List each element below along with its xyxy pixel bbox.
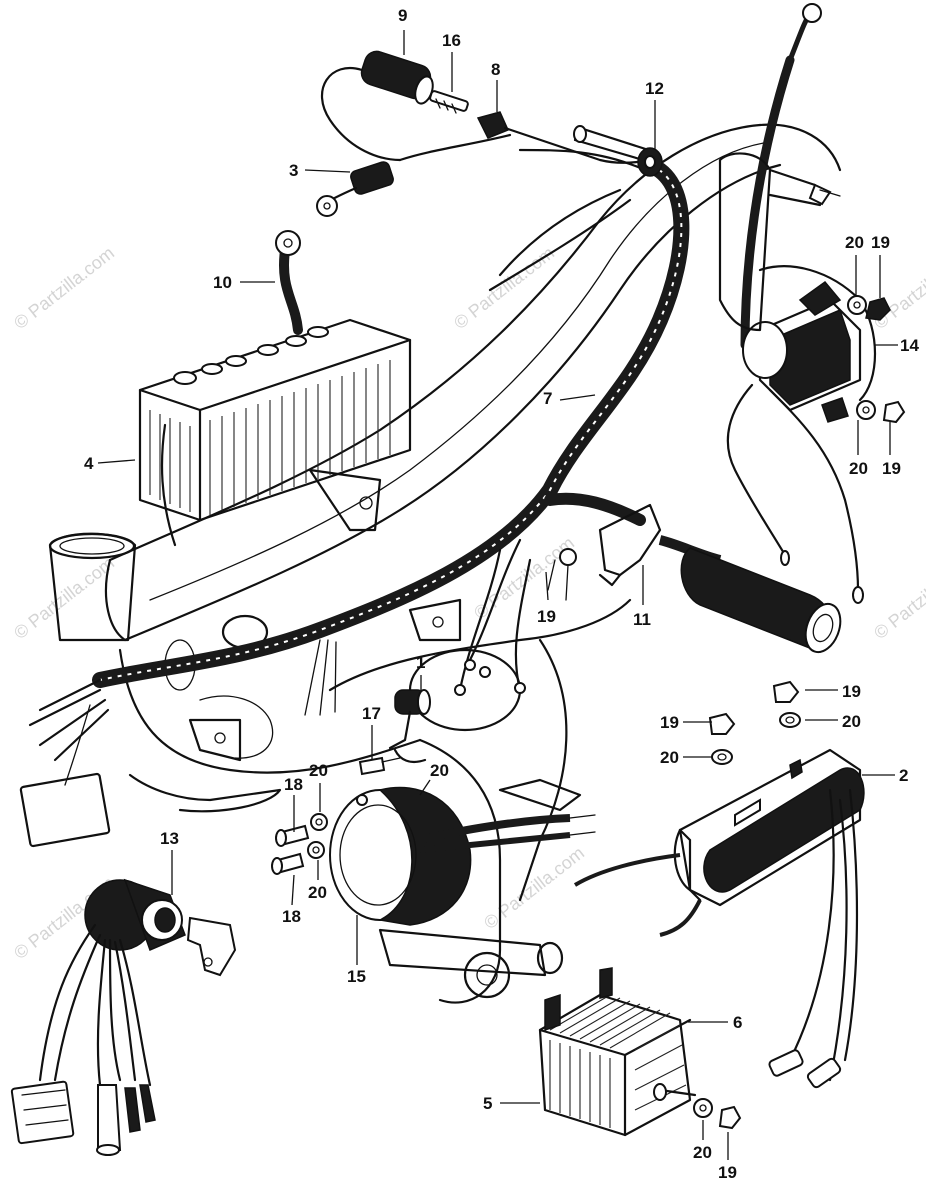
fuse-assembly	[316, 50, 657, 217]
callouts: 9 16 8 12 3 10 20 19 14 7 20 19 4 19 11 …	[84, 6, 919, 1182]
callout-7: 7	[543, 389, 552, 408]
watermark-2: © Partzilla.com	[450, 243, 558, 333]
callout-19-e: 19	[660, 713, 679, 732]
battery-4	[138, 230, 412, 547]
callout-13: 13	[160, 829, 179, 848]
ignition-coil-2	[573, 748, 865, 1089]
callout-19-f: 19	[718, 1163, 737, 1182]
callout-19-d: 19	[842, 682, 861, 701]
callout-9: 9	[398, 6, 407, 25]
watermark-1: © Partzilla.com	[10, 243, 118, 333]
callout-20-g: 20	[308, 883, 327, 902]
watermark-3: © Partzilla.com	[10, 553, 118, 643]
callout-19-c: 19	[537, 607, 556, 626]
wire-harness-7	[19, 148, 690, 848]
callout-20-d: 20	[660, 748, 679, 767]
rectifier-5	[538, 967, 697, 1137]
callout-16: 16	[442, 31, 461, 50]
callout-18-a: 18	[284, 775, 303, 794]
callout-20-h: 20	[693, 1143, 712, 1162]
callout-12: 12	[645, 79, 664, 98]
callout-20-c: 20	[842, 712, 861, 731]
callout-19-a: 19	[871, 233, 890, 252]
hardware-2	[708, 680, 801, 765]
callout-4: 4	[84, 454, 94, 473]
hardware-18-20	[271, 813, 328, 875]
callout-1: 1	[416, 653, 425, 672]
ignition-coil-14	[718, 3, 876, 604]
hardware-14	[847, 295, 906, 424]
switch-11	[547, 503, 842, 654]
callout-11: 11	[633, 610, 651, 629]
watermark-8: © Partzilla.com	[870, 553, 926, 643]
callout-3: 3	[289, 161, 298, 180]
callout-18-b: 18	[282, 907, 301, 926]
callout-20-a: 20	[845, 233, 864, 252]
callout-2: 2	[899, 766, 908, 785]
callout-6: 6	[733, 1013, 742, 1032]
hardware-5	[693, 1098, 742, 1130]
callout-17: 17	[362, 704, 381, 723]
clamp-12	[637, 147, 663, 177]
callout-10: 10	[213, 273, 232, 292]
leader-lines	[97, 30, 898, 1160]
callout-15: 15	[347, 967, 366, 986]
callout-20-b: 20	[849, 459, 868, 478]
callout-19-b: 19	[882, 459, 901, 478]
resistor-1	[358, 689, 431, 776]
callout-8: 8	[491, 60, 500, 79]
callout-5: 5	[483, 1094, 492, 1113]
horn-15	[329, 786, 596, 926]
ignition-switch-13	[10, 878, 237, 1156]
callout-20-f: 20	[430, 761, 449, 780]
callout-14: 14	[900, 336, 919, 355]
callout-20-e: 20	[309, 761, 328, 780]
